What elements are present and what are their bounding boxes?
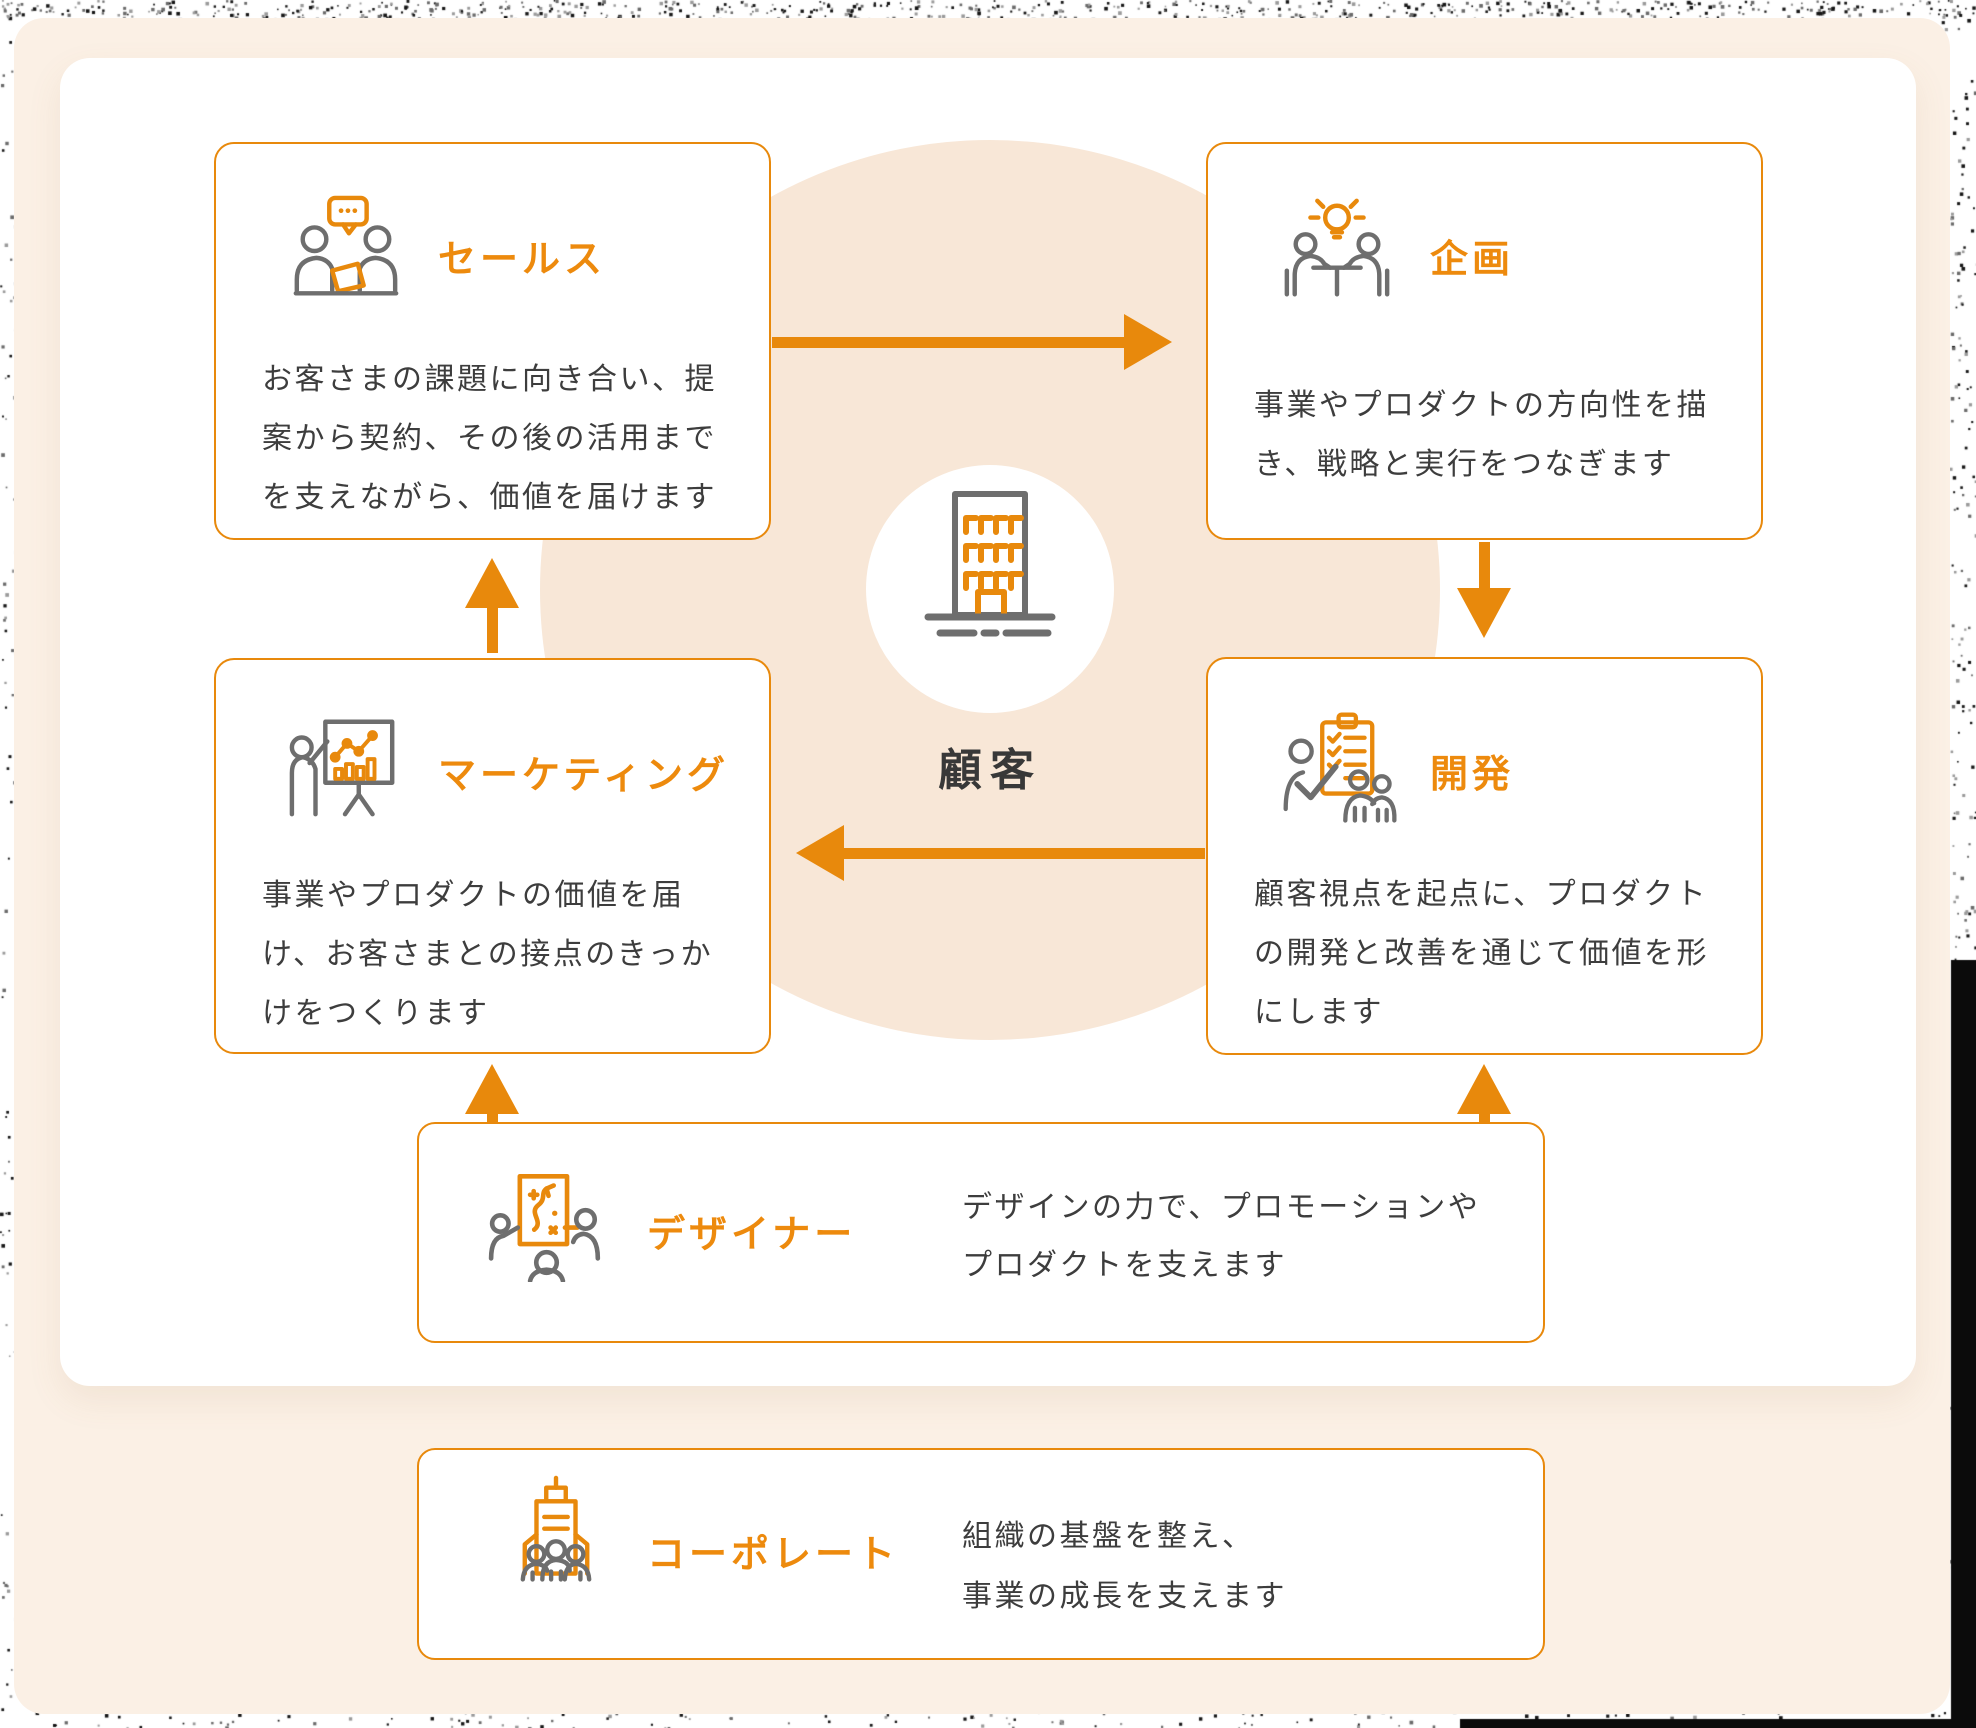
card-sales-title: セールス	[438, 232, 606, 288]
sales-conversation-icon	[286, 192, 404, 315]
arrow-sales-to-planning-head	[1124, 314, 1172, 370]
body-line: プロダクトを支えます	[962, 1237, 1480, 1295]
body-line: 事業やプロダクトの方向性を描	[1254, 376, 1733, 435]
card-corporate-body: 組織の基盤を整え、 事業の成長を支えます	[962, 1507, 1287, 1627]
card-planning: 企画 事業やプロダクトの方向性を描 き、戦略と実行をつなぎます	[1206, 142, 1763, 540]
card-planning-body: 事業やプロダクトの方向性を描 き、戦略と実行をつなぎます	[1254, 376, 1733, 494]
body-line: デザインの力で、プロモーションや	[962, 1179, 1480, 1237]
body-line: 組織の基盤を整え、	[962, 1507, 1287, 1567]
arrow-planning-to-development-head	[1457, 588, 1511, 638]
planning-idea-meeting-icon	[1278, 192, 1396, 315]
body-line: の開発と改善を通じて価値を形	[1254, 924, 1733, 983]
arrow-development-to-marketing-head	[796, 825, 844, 881]
card-marketing: マーケティング 事業やプロダクトの価値を届 け、お客さまとの接点のきっか けをつ…	[214, 658, 771, 1054]
development-checklist-icon	[1278, 707, 1403, 837]
card-development-body: 顧客視点を起点に、プロダクト の開発と改善を通じて価値を形 にします	[1254, 865, 1733, 1042]
card-planning-title: 企画	[1430, 232, 1514, 288]
card-designer: デザイナー デザインの力で、プロモーションや プロダクトを支えます	[417, 1122, 1545, 1343]
card-designer-body: デザインの力で、プロモーションや プロダクトを支えます	[962, 1179, 1480, 1295]
card-development-title: 開発	[1430, 747, 1514, 803]
body-line: 事業の成長を支えます	[962, 1567, 1287, 1627]
card-sales-body: お客さまの課題に向き合い、提 案から契約、その後の活用まで を支えながら、価値を…	[262, 350, 741, 527]
body-line: にします	[1254, 983, 1733, 1042]
arrow-marketing-to-sales-stem	[487, 608, 498, 653]
arrow-planning-to-development-stem	[1479, 542, 1490, 588]
arrow-designer-to-development-head	[1457, 1064, 1511, 1114]
card-marketing-title: マーケティング	[438, 748, 729, 804]
card-designer-title: デザイナー	[647, 1207, 856, 1263]
body-line: 事業やプロダクトの価値を届	[262, 866, 741, 925]
customer-label: 顧客	[880, 734, 1100, 798]
arrow-marketing-to-sales-head	[465, 558, 519, 608]
body-line: けをつくります	[262, 984, 741, 1043]
card-corporate-title: コーポレート	[647, 1527, 899, 1583]
designer-whiteboard-icon	[487, 1164, 605, 1287]
card-development: 開発 顧客視点を起点に、プロダクト の開発と改善を通じて価値を形 にします	[1206, 657, 1763, 1055]
arrow-sales-to-planning-stem	[772, 337, 1124, 348]
body-line: き、戦略と実行をつなぎます	[1254, 435, 1733, 494]
card-corporate: コーポレート 組織の基盤を整え、 事業の成長を支えます	[417, 1448, 1545, 1660]
body-line: け、お客さまとの接点のきっか	[262, 925, 741, 984]
body-line: 顧客視点を起点に、プロダクト	[1254, 865, 1733, 924]
arrow-designer-to-marketing-head	[465, 1064, 519, 1114]
body-line: お客さまの課題に向き合い、提	[262, 350, 741, 409]
customer-building-icon	[900, 480, 1080, 655]
card-sales: セールス お客さまの課題に向き合い、提 案から契約、その後の活用まで を支えなが…	[214, 142, 771, 540]
body-line: を支えながら、価値を届けます	[262, 468, 741, 527]
body-line: 案から契約、その後の活用まで	[262, 409, 741, 468]
card-marketing-body: 事業やプロダクトの価値を届 け、お客さまとの接点のきっか けをつくります	[262, 866, 741, 1043]
arrow-development-to-marketing-stem	[844, 848, 1205, 859]
corporate-building-people-icon	[497, 1474, 615, 1601]
marketing-presentation-icon	[286, 708, 404, 831]
